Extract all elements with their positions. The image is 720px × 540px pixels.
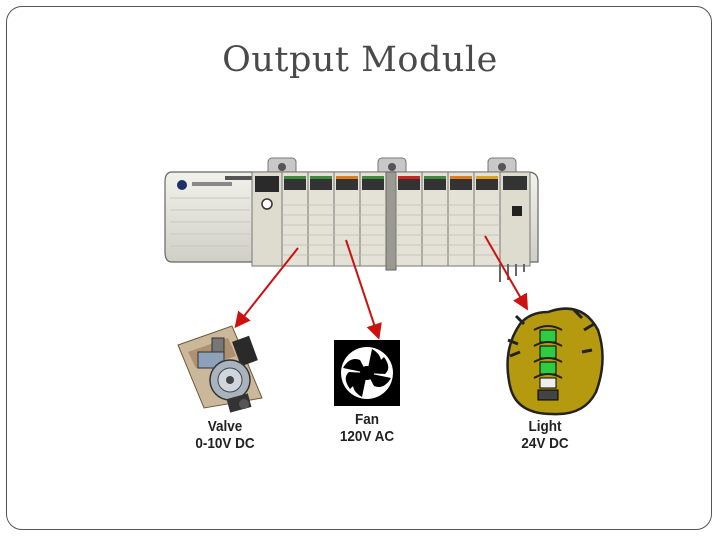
stack-light-icon bbox=[506, 307, 604, 416]
light-spec: 24V DC bbox=[521, 435, 569, 452]
light-label: Light 24V DC bbox=[505, 418, 586, 452]
arrow-to-fan bbox=[345, 239, 382, 340]
brand-logo-icon bbox=[177, 180, 187, 190]
valve-spec: 0-10V DC bbox=[195, 435, 255, 452]
arrow-to-valve bbox=[234, 247, 299, 329]
module-ribs bbox=[282, 204, 500, 256]
power-supply-vents bbox=[170, 197, 250, 247]
light-name: Light bbox=[528, 418, 562, 435]
port-icon bbox=[512, 206, 522, 216]
fan-label: Fan 120V AC bbox=[327, 411, 408, 445]
valve-icon bbox=[177, 325, 263, 413]
valve-name: Valve bbox=[207, 418, 243, 435]
fan-spec: 120V AC bbox=[339, 428, 395, 445]
fan-name: Fan bbox=[354, 411, 379, 428]
light-rays bbox=[507, 308, 595, 358]
power-supply-label bbox=[225, 176, 255, 180]
slide-frame bbox=[6, 6, 712, 530]
fan-icon bbox=[334, 340, 400, 406]
keyswitch-icon bbox=[261, 198, 273, 210]
plc-rack bbox=[164, 157, 539, 282]
slide-title: Output Module bbox=[222, 40, 498, 80]
module-status-panels bbox=[255, 176, 527, 192]
brand-wordmark bbox=[192, 182, 232, 186]
valve-label: Valve 0-10V DC bbox=[185, 418, 266, 452]
arrow-to-light bbox=[484, 235, 529, 311]
output-arrows bbox=[234, 235, 529, 340]
